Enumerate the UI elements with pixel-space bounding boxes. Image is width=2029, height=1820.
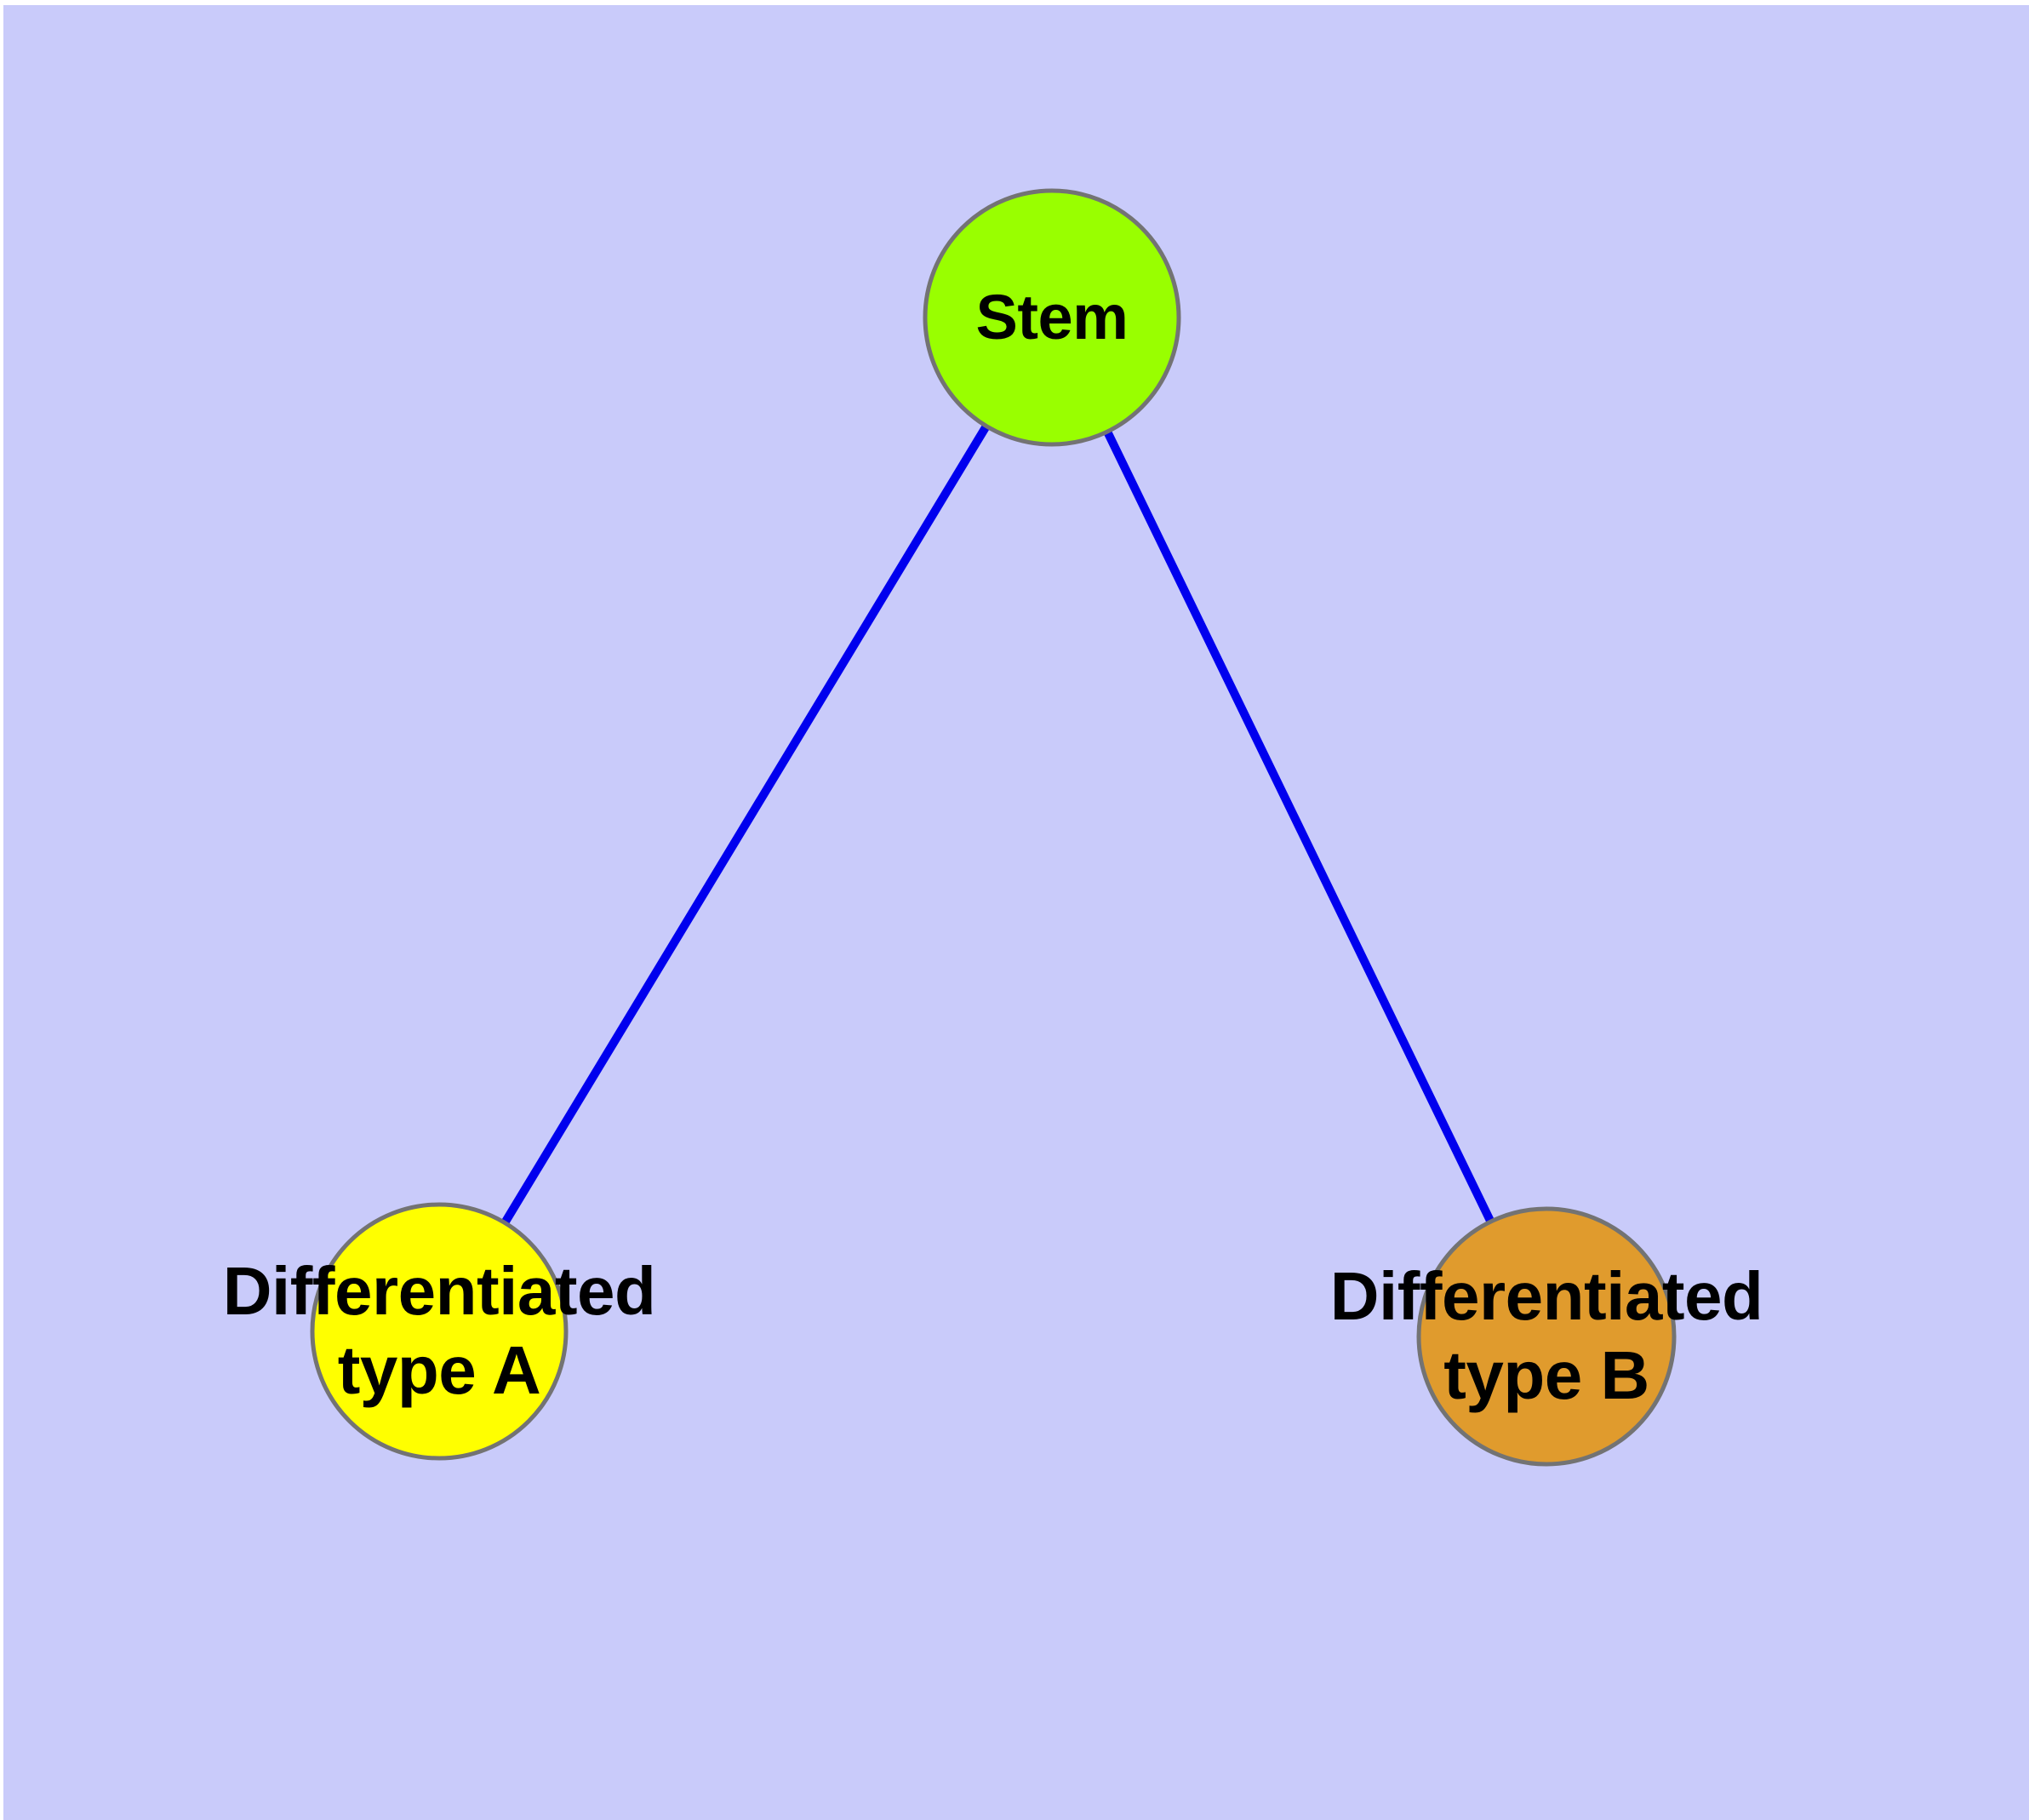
graph-edge-stem-to-b[interactable] <box>1048 315 1551 1339</box>
graph-node-diff_a[interactable] <box>310 1202 569 1461</box>
graph-node-stem[interactable] <box>923 188 1181 447</box>
edges-group <box>435 315 1551 1339</box>
nodes-group <box>310 188 1677 1467</box>
graph-edge-stem-to-a[interactable] <box>435 315 1056 1334</box>
graph-node-diff_b[interactable] <box>1416 1206 1677 1467</box>
